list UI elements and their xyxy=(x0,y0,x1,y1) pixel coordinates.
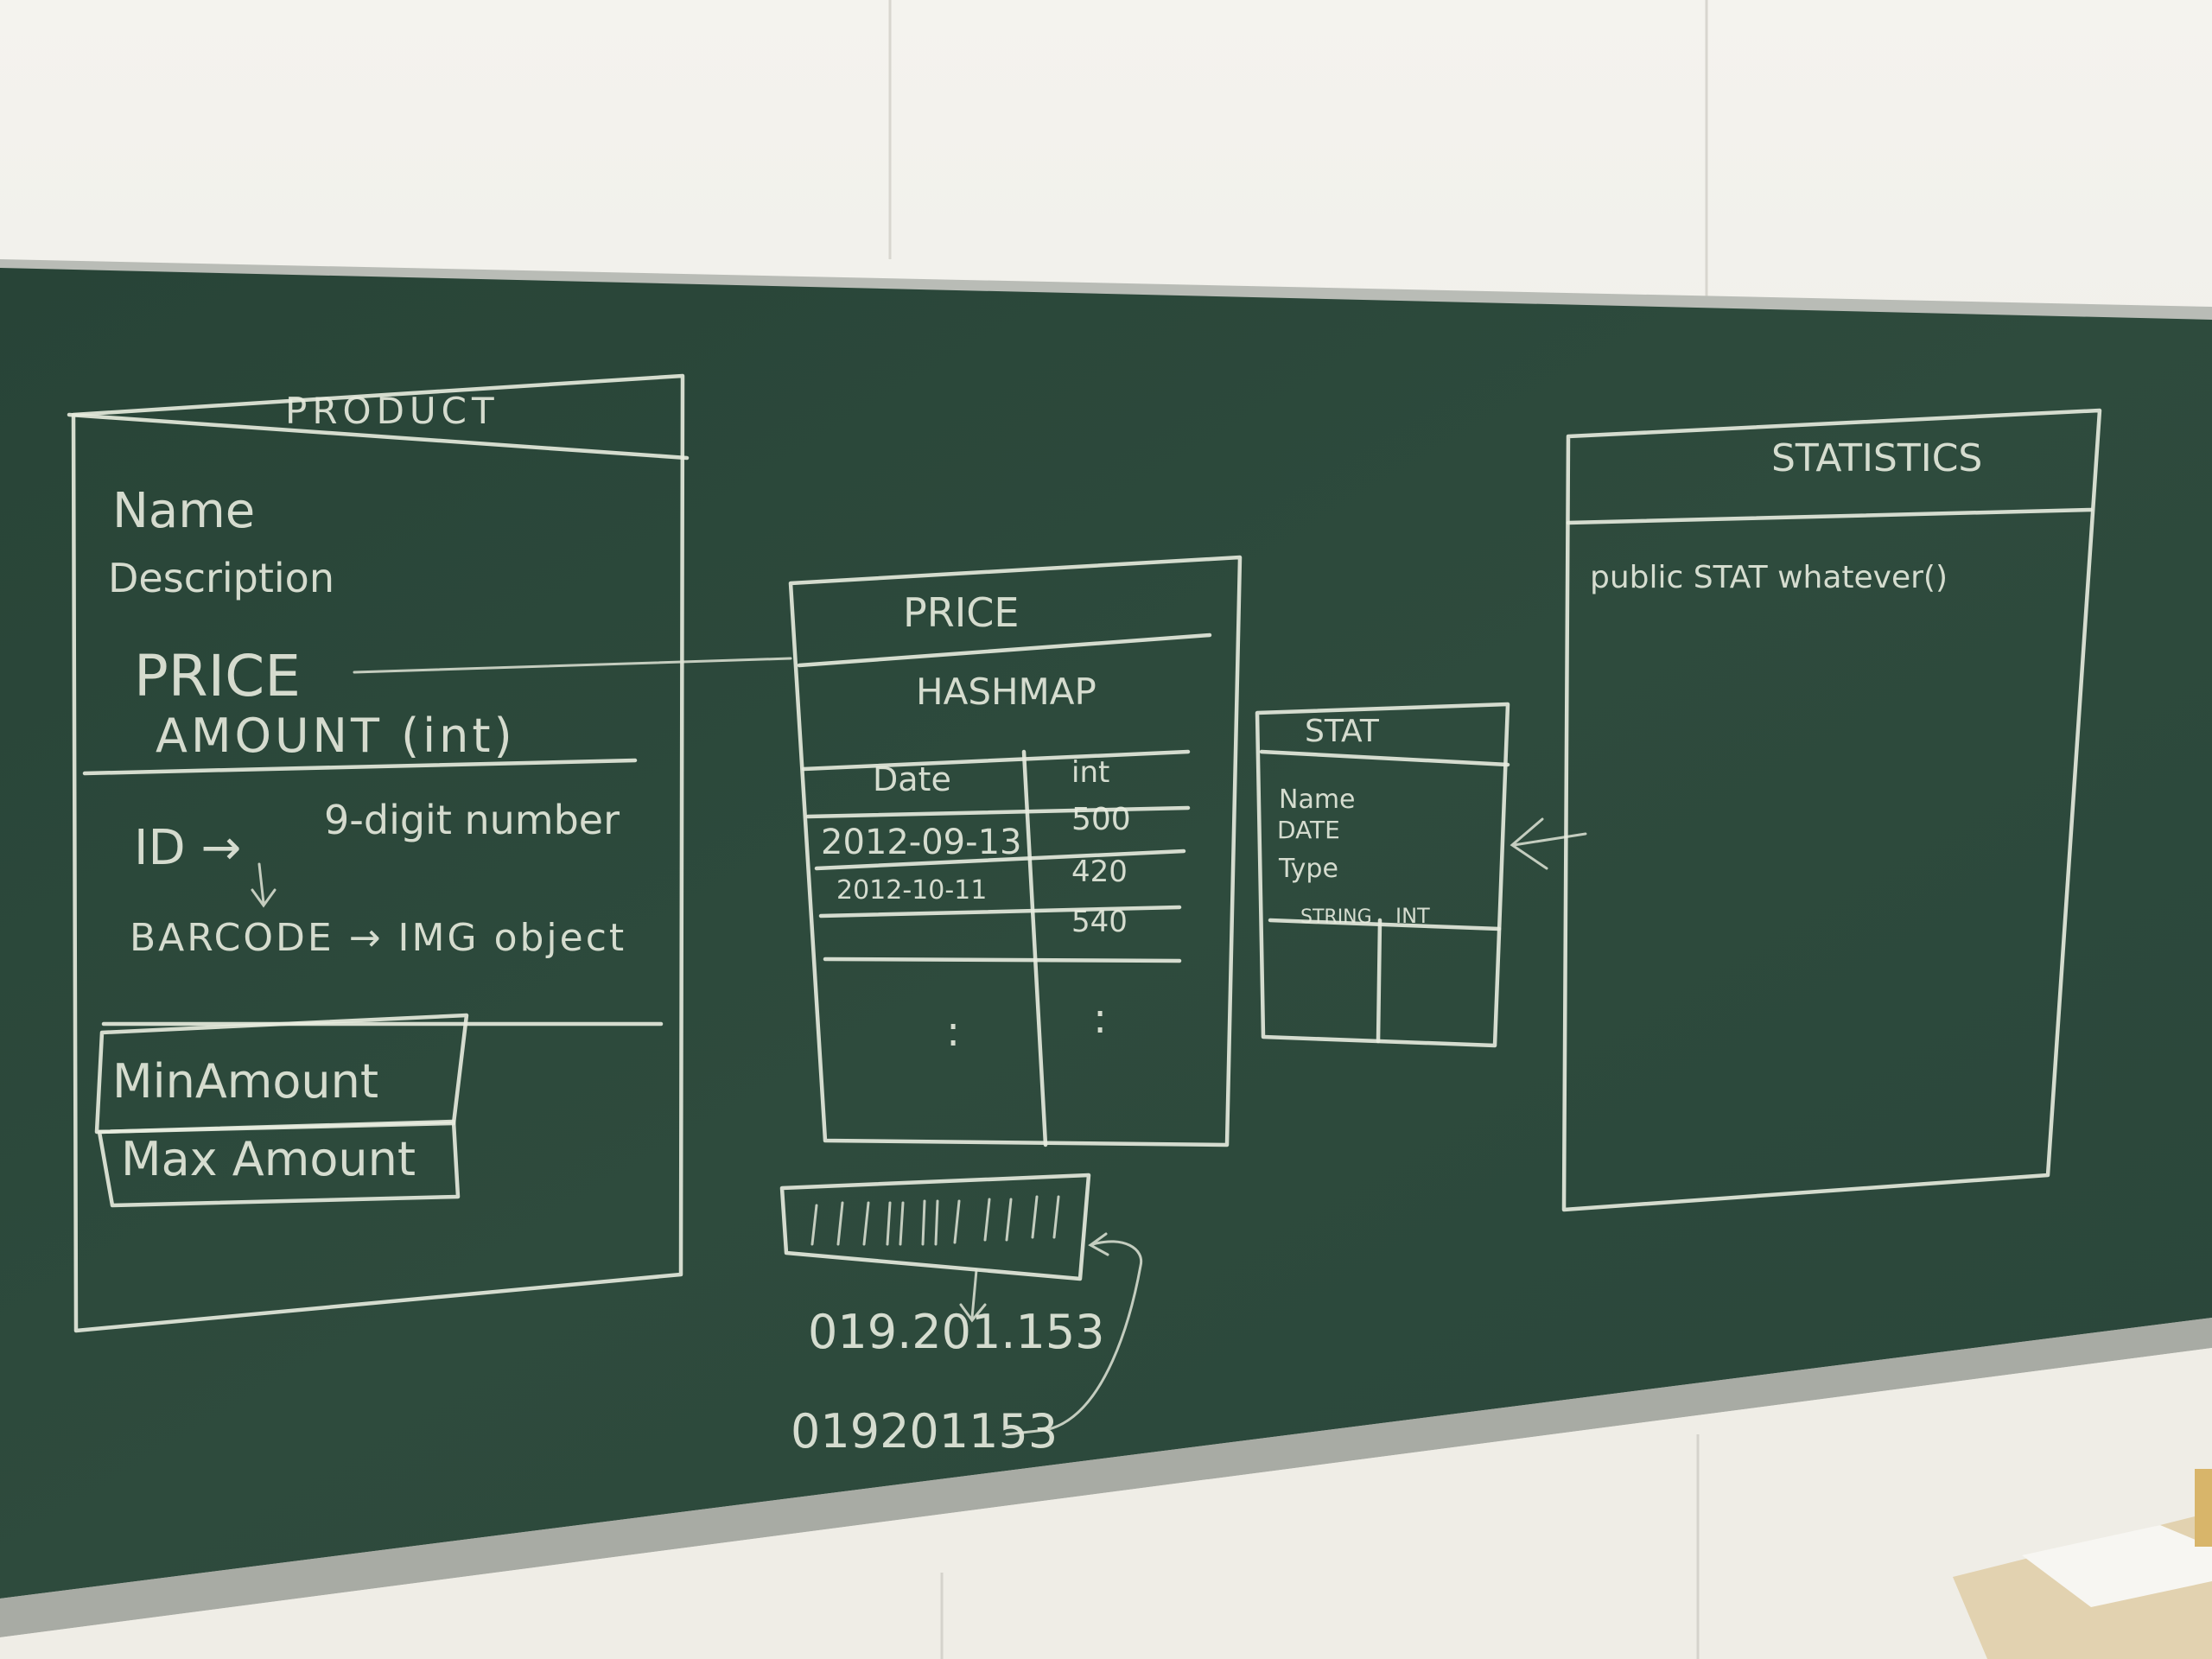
price-row-value: 420 xyxy=(1071,855,1128,889)
chalkboard-surface xyxy=(0,268,2212,1599)
barcode-number-split: 019.201.153 xyxy=(808,1305,1105,1359)
product-field-name: Name xyxy=(112,483,255,539)
statistics-method: public STAT whatever() xyxy=(1590,560,1948,595)
product-field-id: ID → xyxy=(134,820,241,876)
price-connector xyxy=(353,657,792,674)
stat-field-type: Type xyxy=(1278,854,1338,884)
price-row-value: 540 xyxy=(1071,905,1128,939)
barcode-sketch: 019.201.153 019201153 xyxy=(779,1173,1143,1459)
stat-class-box: STAT Name DATE Type STRING INT xyxy=(1255,702,1587,1048)
price-ellipsis: : xyxy=(946,1007,960,1056)
product-field-barcode: BARCODE → IMG object xyxy=(130,916,626,960)
product-id-note: 9-digit number xyxy=(324,797,620,843)
stat-title: STAT xyxy=(1305,714,1380,749)
stat-field-name: Name xyxy=(1279,785,1356,815)
price-col-date: Date xyxy=(873,760,951,798)
price-row-date: 2012-09-13 xyxy=(821,823,1021,862)
product-field-price: PRICE xyxy=(134,643,301,709)
price-row-value: 500 xyxy=(1071,802,1131,837)
price-col-int: int xyxy=(1071,755,1109,790)
product-field-amount: AMOUNT (int) xyxy=(156,709,516,763)
product-max-amount: Max Amount xyxy=(121,1132,416,1186)
statistics-title: STATISTICS xyxy=(1771,436,1982,480)
stat-field-date: DATE xyxy=(1277,816,1340,844)
stat-col-string: STRING xyxy=(1300,906,1372,928)
price-subtitle: HASHMAP xyxy=(916,671,1096,713)
product-title: PRODUCT xyxy=(285,390,499,432)
price-class-box: PRICE HASHMAP Date int 2012-09-13 500 20… xyxy=(788,555,1243,1147)
product-class-box: PRODUCT Name Description PRICE AMOUNT (i… xyxy=(67,373,690,1333)
price-title: PRICE xyxy=(903,589,1019,636)
barcode-number-joined: 019201153 xyxy=(791,1404,1058,1459)
price-row-date: 2012-10-11 xyxy=(836,875,987,906)
stat-col-int: INT xyxy=(1395,904,1430,928)
price-ellipsis: : xyxy=(1093,995,1107,1043)
statistics-class-box: STATISTICS public STAT whatever() xyxy=(1561,408,2102,1212)
product-field-description: Description xyxy=(108,555,334,601)
product-min-amount: MinAmount xyxy=(112,1054,378,1109)
chalk-tray xyxy=(0,1318,2212,1637)
papers-on-desk xyxy=(2022,1525,2212,1607)
